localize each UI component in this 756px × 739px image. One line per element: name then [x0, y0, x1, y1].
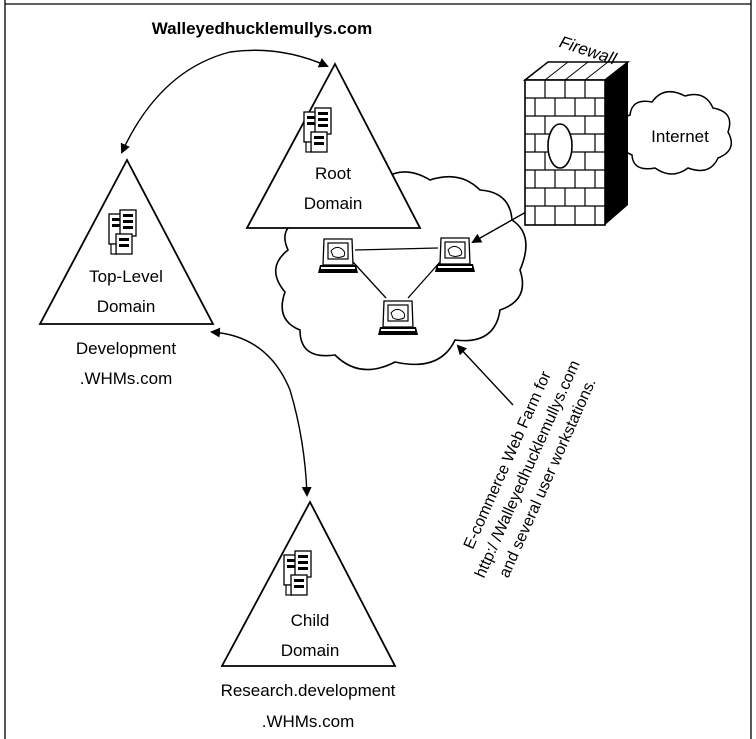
- root-domain-server-icon: [303, 107, 332, 153]
- figure-border: [4, 0, 752, 739]
- top-level-domain-server-icon: [108, 209, 137, 255]
- child-domain-name-line1: Research.development: [221, 681, 396, 700]
- child-domain-name-line2: .WHMs.com: [262, 712, 355, 731]
- firewall-wall: [522, 61, 631, 226]
- root-domain-name: Walleyedhucklemullys.com: [152, 19, 372, 38]
- workstation-icon-right: [434, 237, 476, 273]
- top-level-domain-name-line1: Development: [76, 339, 176, 358]
- child-domain-triangle: [220, 500, 397, 667]
- root-domain-label-line2: Domain: [304, 194, 363, 213]
- trust-arrow-root-toplevel: [120, 49, 329, 154]
- child-domain-server-icon: [283, 550, 312, 596]
- web-farm-note-line2: http:/ /Walleyedhucklemullys.com: [472, 358, 583, 580]
- web-farm-network-links: [352, 247, 441, 299]
- workstation-icon-left: [317, 238, 359, 274]
- child-domain-label-line1: Child: [291, 611, 330, 630]
- workstation-icon-bottom: [377, 300, 419, 336]
- trust-arrow-toplevel-child: [210, 327, 312, 497]
- firewall-opening: [547, 123, 573, 169]
- top-level-domain-name-line2: .WHMs.com: [80, 369, 173, 388]
- top-level-domain-label-line1: Top-Level: [89, 267, 163, 286]
- child-domain-label-line2: Domain: [281, 641, 340, 660]
- internet-label: Internet: [651, 127, 709, 146]
- top-level-domain-label-line2: Domain: [97, 297, 156, 316]
- root-domain-triangle: [245, 62, 422, 229]
- root-domain-label-line1: Root: [315, 164, 351, 183]
- web-farm-note-pointer: [456, 344, 514, 406]
- web-farm-note: E-commerce Web Farm for http:/ /Walleyed…: [461, 358, 600, 580]
